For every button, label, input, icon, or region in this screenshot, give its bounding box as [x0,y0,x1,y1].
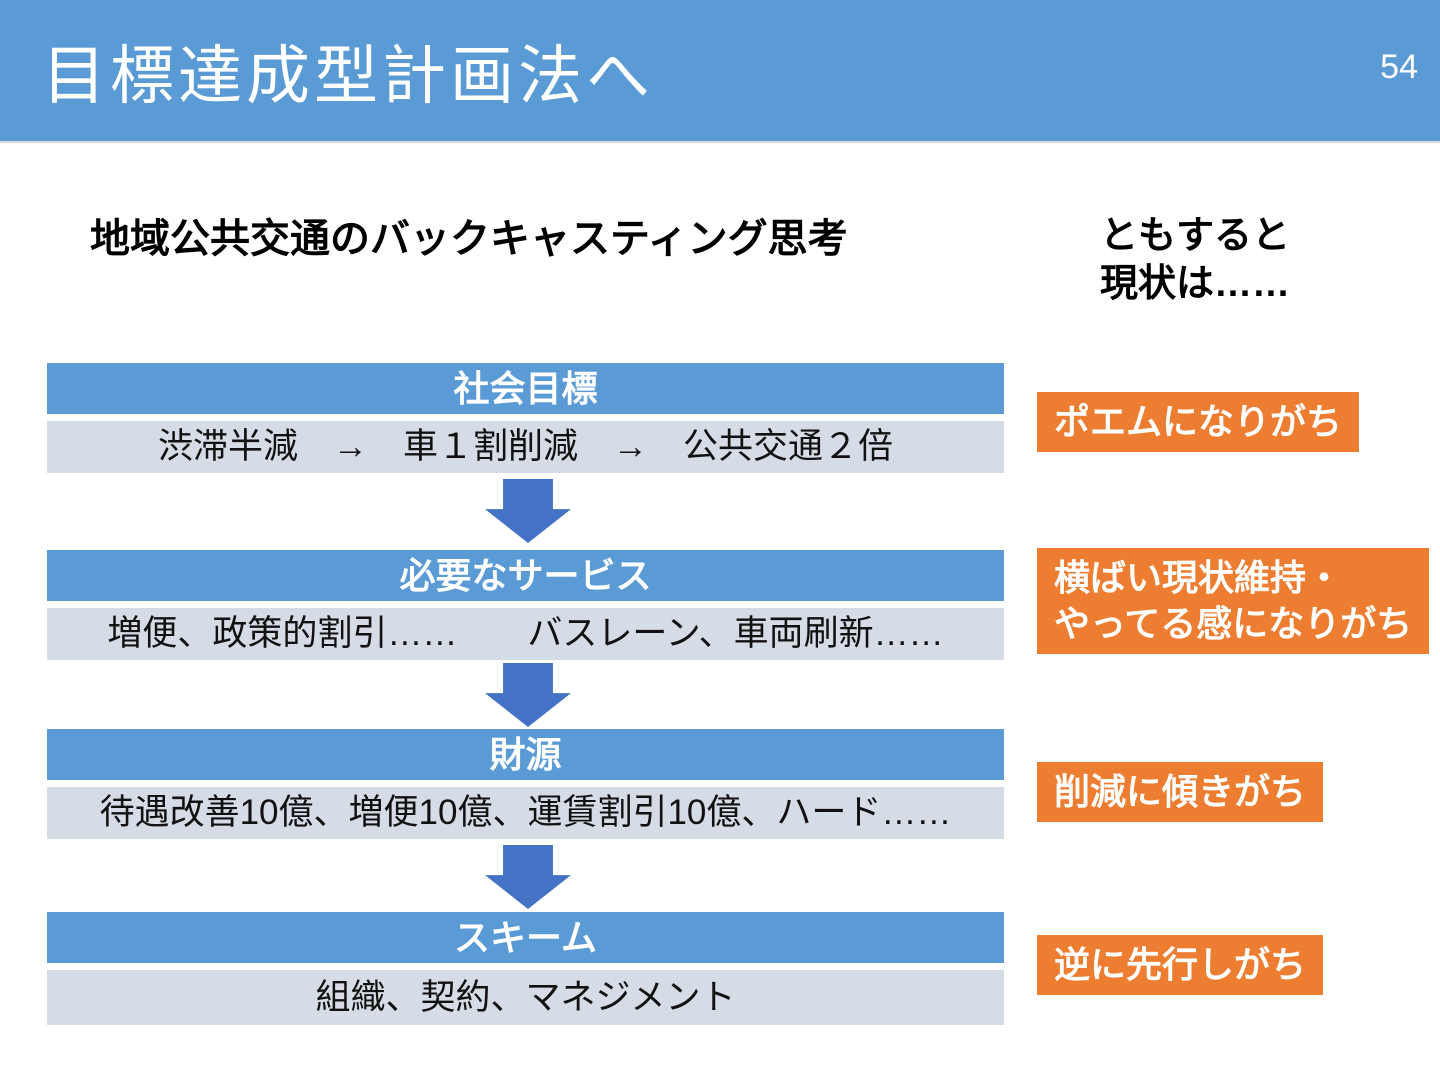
side-label-status-quo-line2: やってる感になりがち [1054,603,1413,644]
flow-box-social-goals-body: 渋滞半減 → 車１割削減 → 公共交通２倍 [47,421,1004,473]
slide-title: 目標達成型計画法へ [42,39,654,112]
flow-box-social-goals-header: 社会目標 [47,363,1004,414]
heading-current-state: ともすると 現状は…… [1040,212,1350,308]
side-label-reduction-text: 削減に傾きがち [1054,771,1307,812]
side-label-poem-text: ポエムになりがち [1054,401,1343,442]
flow-box-scheme-header: スキーム [47,912,1004,963]
heading-current-state-line1: ともすると [1099,215,1290,257]
flow-box-required-services-header: 必要なサービス [47,550,1004,601]
side-label-precede-text: 逆に先行しがち [1054,944,1307,985]
down-arrow-icon [485,479,571,543]
heading-backcasting: 地域公共交通のバックキャスティング思考 [90,217,848,261]
flow-box-funding: 財源 待遇改善10億、増便10億、運賃割引10億、ハード…… [47,729,1004,839]
flow-box-scheme: スキーム 組織、契約、マネジメント [47,912,1004,1025]
side-label-status-quo-line1: 横ばい現状維持・ [1054,557,1343,598]
flow-box-required-services-body: 増便、政策的割引…… バスレーン、車両刷新…… [47,608,1004,660]
side-label-poem: ポエムになりがち [1037,392,1360,452]
side-label-reduction: 削減に傾きがち [1037,762,1324,822]
down-arrow-icon [485,663,571,727]
flow-box-funding-header: 財源 [47,729,1004,780]
side-label-status-quo: 横ばい現状維持・ やってる感になりがち [1037,548,1430,654]
slide-title-band: 目標達成型計画法へ 54 [0,0,1440,143]
down-arrow-icon [485,845,571,909]
flow-box-scheme-body: 組織、契約、マネジメント [47,970,1004,1025]
side-label-precede: 逆に先行しがち [1037,935,1324,995]
flow-box-required-services: 必要なサービス 増便、政策的割引…… バスレーン、車両刷新…… [47,550,1004,660]
heading-current-state-line2: 現状は…… [1099,263,1290,305]
flow-box-social-goals: 社会目標 渋滞半減 → 車１割削減 → 公共交通２倍 [47,363,1004,473]
page-number: 54 [1380,48,1418,86]
flow-box-funding-body: 待遇改善10億、増便10億、運賃割引10億、ハード…… [47,787,1004,839]
